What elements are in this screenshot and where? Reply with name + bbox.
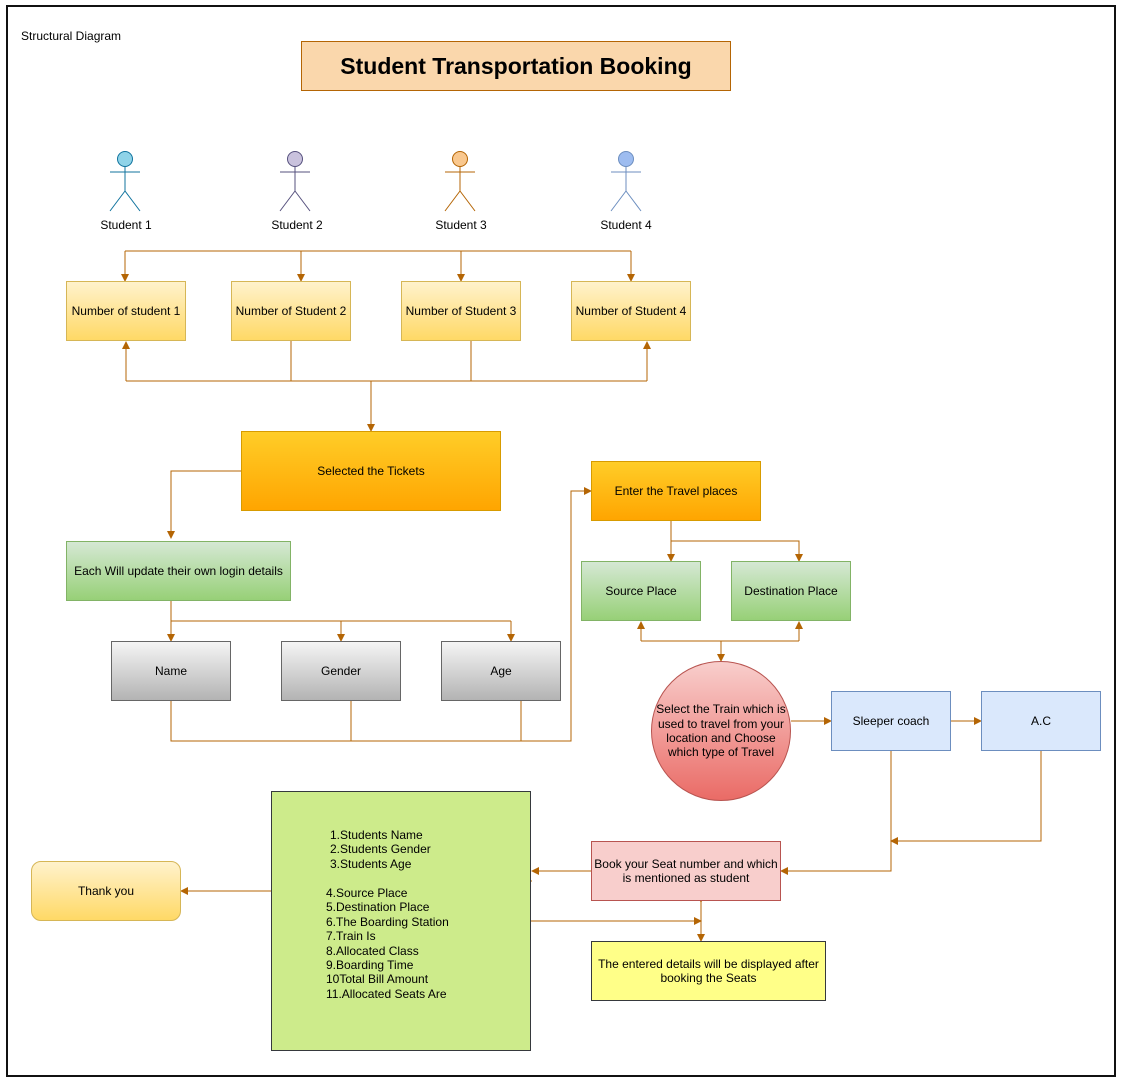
summary-item: 10Total Bill Amount — [326, 972, 429, 987]
age-box: Age — [441, 641, 561, 701]
summary-bottom-list: 4.Source Place 5.Destination Place 6.The… — [326, 886, 449, 1001]
summary-item: 7.Train Is — [326, 929, 376, 944]
destination-place-box: Destination Place — [731, 561, 851, 621]
student-label: Student 4 — [600, 218, 652, 232]
arrow-ac-down — [890, 751, 1042, 845]
student-actor-icon — [444, 151, 476, 212]
student-label: Student 1 — [100, 218, 152, 232]
diagram-tag: Structural Diagram — [21, 29, 122, 43]
actor-body — [279, 166, 311, 212]
summary-item: 5.Destination Place — [326, 900, 430, 915]
arrow-to-destination — [671, 540, 803, 562]
diagram-frame — [6, 5, 1116, 1077]
book-seat-box: Book your Seat number and which is menti… — [591, 841, 781, 901]
actor-head — [117, 151, 133, 167]
student-label: Student 3 — [435, 218, 487, 232]
travel-places-box: Enter the Travel places — [591, 461, 761, 521]
summary-item: 6.The Boarding Station — [326, 914, 449, 929]
name-box: Name — [111, 641, 231, 701]
summary-item: 9.Boarding Time — [326, 958, 414, 973]
arrow-to-travel-places — [170, 487, 592, 742]
arrow-to-login — [167, 470, 241, 539]
selected-tickets-box: Selected the Tickets — [241, 431, 501, 511]
select-train-circle: Select the Train which is used to travel… — [651, 661, 791, 801]
summary-item: 1.Students Name — [330, 828, 423, 842]
gender-box: Gender — [281, 641, 401, 701]
actor-body — [610, 166, 642, 212]
arrow-to-book-seat — [780, 751, 892, 875]
number-of-student-4: Number of Student 4 — [571, 281, 691, 341]
student-actor-icon — [610, 151, 642, 212]
summary-item: 4.Source Place — [326, 886, 408, 900]
summary-top-list: 1.Students Name 2.Students Gender 3.Stud… — [330, 828, 431, 871]
summary-box — [271, 791, 531, 1051]
actor-body — [444, 166, 476, 212]
sleeper-coach-box: Sleeper coach — [831, 691, 951, 751]
number-of-student-2: Number of Student 2 — [231, 281, 351, 341]
actor-head — [618, 151, 634, 167]
login-details-box: Each Will update their own login details — [66, 541, 291, 601]
student-label: Student 2 — [271, 218, 323, 232]
diagram-title: Student Transportation Booking — [301, 41, 731, 91]
actor-head — [452, 151, 468, 167]
actor-body — [109, 166, 141, 212]
student-actor-icon — [109, 151, 141, 212]
actor-head — [287, 151, 303, 167]
summary-item: 8.Allocated Class — [326, 943, 419, 958]
thank-you-box: Thank you — [31, 861, 181, 921]
actors — [109, 151, 642, 212]
number-of-student-3: Number of Student 3 — [401, 281, 521, 341]
summary-item: 3.Students Age — [330, 856, 412, 871]
ac-box: A.C — [981, 691, 1101, 751]
displayed-details-box: The entered details will be displayed af… — [591, 941, 826, 1001]
summary-item: 2.Students Gender — [330, 842, 431, 857]
number-of-student-1: Number of student 1 — [66, 281, 186, 341]
source-place-box: Source Place — [581, 561, 701, 621]
student-actor-icon — [279, 151, 311, 212]
summary-item: 11.Allocated Seats Are — [326, 986, 447, 1001]
